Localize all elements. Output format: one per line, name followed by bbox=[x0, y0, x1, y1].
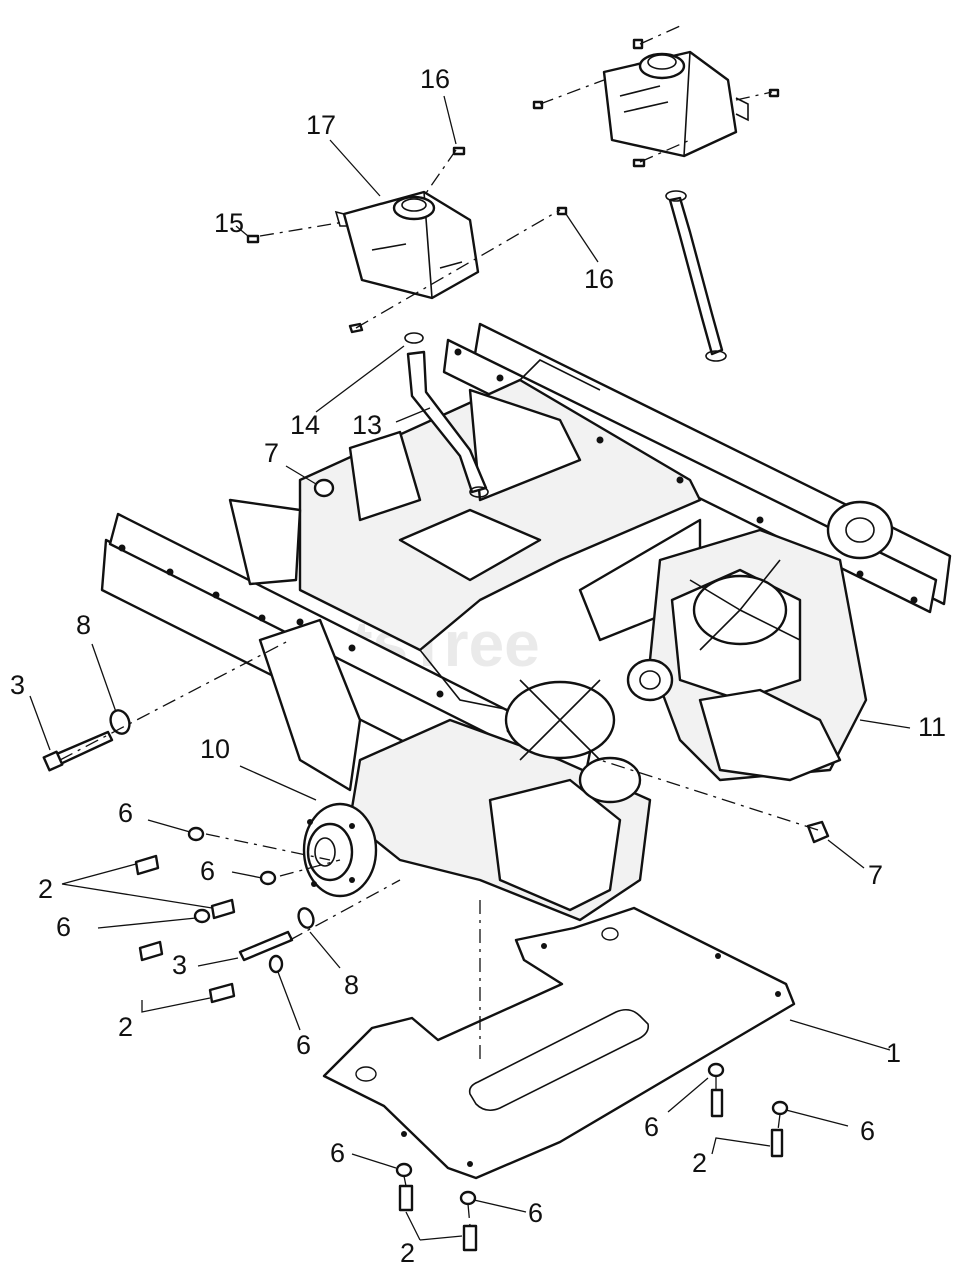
callout-2-c: 2 bbox=[692, 1148, 707, 1178]
callout-numbers: 1 2 2 2 2 3 3 6 6 6 6 6 6 6 6 7 7 8 8 10… bbox=[10, 64, 946, 1268]
callout-13: 13 bbox=[352, 410, 382, 440]
callout-6-d: 6 bbox=[296, 1030, 311, 1060]
callout-8-a: 8 bbox=[76, 610, 91, 640]
alignment-lines bbox=[59, 25, 819, 1227]
callout-16-a: 16 bbox=[420, 64, 450, 94]
callout-10: 10 bbox=[200, 734, 230, 764]
callout-15: 15 bbox=[214, 208, 244, 238]
callout-3-a: 3 bbox=[10, 670, 25, 700]
callout-8-b: 8 bbox=[344, 970, 359, 1000]
skid-plate[interactable] bbox=[322, 906, 796, 1180]
callout-14: 14 bbox=[290, 410, 320, 440]
leader-lines bbox=[29, 95, 911, 1241]
callout-2-a: 2 bbox=[38, 874, 53, 904]
callout-17: 17 bbox=[306, 110, 336, 140]
callout-6-a: 6 bbox=[118, 798, 133, 828]
callout-16-b: 16 bbox=[584, 264, 614, 294]
hose-13[interactable] bbox=[404, 332, 489, 498]
reservoir-tank-left[interactable] bbox=[334, 190, 480, 300]
callout-6-c: 6 bbox=[56, 912, 71, 942]
callout-1: 1 bbox=[886, 1038, 901, 1068]
transaxle-right[interactable] bbox=[626, 500, 894, 782]
callout-6-f: 6 bbox=[860, 1116, 875, 1146]
callout-2-d: 2 bbox=[400, 1238, 415, 1268]
reservoir-hose-right[interactable] bbox=[665, 190, 727, 362]
callout-2-b: 2 bbox=[118, 1012, 133, 1042]
callout-6-h: 6 bbox=[528, 1198, 543, 1228]
reservoir-tank-right[interactable] bbox=[602, 50, 749, 158]
hardware[interactable] bbox=[42, 38, 830, 1252]
callout-6-g: 6 bbox=[330, 1138, 345, 1168]
callout-11: 11 bbox=[918, 712, 946, 742]
transaxle-left[interactable] bbox=[302, 679, 652, 922]
callout-6-e: 6 bbox=[644, 1112, 659, 1142]
callout-3-b: 3 bbox=[172, 950, 187, 980]
callout-6-b: 6 bbox=[200, 856, 215, 886]
callout-7-a: 7 bbox=[264, 438, 279, 468]
callout-7-b: 7 bbox=[868, 860, 883, 890]
